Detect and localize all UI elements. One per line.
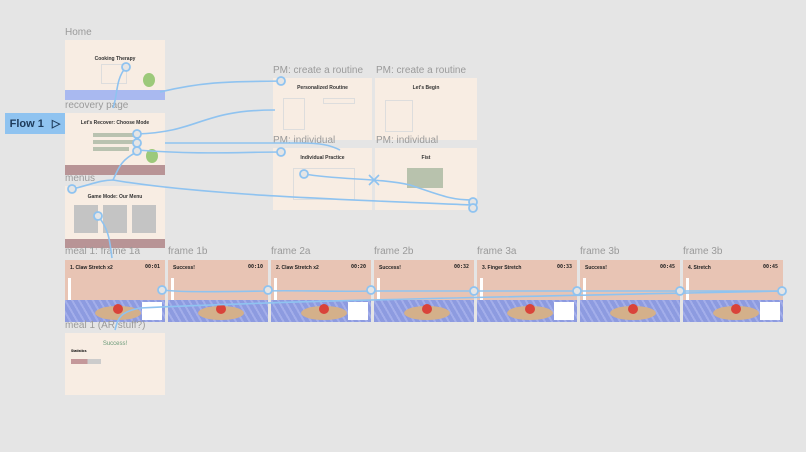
- frame-label-recovery: recovery page: [65, 100, 129, 111]
- progress-meter: [480, 278, 483, 300]
- frame-title: Let's Recover: Choose Mode: [80, 120, 150, 126]
- frame-title: Game Mode: Our Menu: [87, 194, 143, 200]
- success-title: Success!: [102, 341, 128, 347]
- frame-title: Personalized Routine: [297, 85, 348, 91]
- tomato: [319, 304, 329, 314]
- hotspot-handle: [121, 62, 131, 72]
- hotspot-handle: [469, 286, 479, 296]
- frame-label: frame 2a: [271, 246, 311, 257]
- frame-label-ar: meal 1 (AR stuff?): [65, 320, 146, 331]
- frame-title: Fist: [421, 155, 431, 161]
- menu-card[interactable]: [74, 205, 98, 233]
- tomato: [422, 304, 432, 314]
- connector: [136, 149, 282, 154]
- menu-card[interactable]: [132, 205, 156, 233]
- progress-meter: [171, 278, 174, 300]
- exercise-title: Success!: [585, 265, 607, 271]
- frame-label-pm1: PM: create a routine: [273, 65, 364, 76]
- connector: [303, 173, 474, 201]
- frame-title: Let's Begin: [412, 85, 440, 91]
- timer: 00:45: [762, 264, 778, 270]
- frame-title: Cooking Therapy: [94, 56, 136, 62]
- frame-label: frame 3a: [477, 246, 517, 257]
- tomato: [113, 304, 123, 314]
- connector: [114, 290, 783, 331]
- progress-meter: [68, 278, 71, 300]
- tomato: [628, 304, 638, 314]
- connector: [165, 142, 341, 151]
- frame-label: frame 2b: [374, 246, 414, 257]
- frame-recovery[interactable]: Let's Recover: Choose Mode: [65, 113, 165, 175]
- close-connection-icon: [368, 174, 380, 186]
- exercise-title: Success!: [379, 265, 401, 271]
- tomato: [731, 304, 741, 314]
- exercise-title: 1. Claw Stretch x2: [70, 265, 113, 271]
- hotspot-handle: [132, 138, 142, 148]
- flow-start-button[interactable]: Flow 1 ▷: [5, 113, 65, 134]
- tomato: [216, 304, 226, 314]
- exercise-title: Success!: [173, 265, 195, 271]
- menu-card[interactable]: [103, 205, 127, 233]
- timer: 00:20: [350, 264, 366, 270]
- hotspot-handle: [276, 147, 286, 157]
- hotspot-handle: [132, 146, 142, 156]
- connector: [112, 151, 138, 181]
- connector: [136, 109, 276, 135]
- progress-meter: [686, 278, 689, 300]
- hotspot-handle: [67, 184, 77, 194]
- frame-pm-routine[interactable]: Personalized Routine: [273, 78, 372, 140]
- exercise-title: 2. Claw Stretch x2: [276, 265, 319, 271]
- connector: [97, 215, 113, 259]
- timer: 00:32: [453, 264, 469, 270]
- hotspot-handle: [366, 285, 376, 295]
- statistics-heading: Statistics: [71, 349, 87, 353]
- timer: 00:01: [144, 264, 160, 270]
- hotspot-handle: [468, 203, 478, 213]
- frame-label-menus: menus: [65, 173, 96, 184]
- connector: [159, 80, 282, 93]
- frame-label-pm2: PM: create a routine: [376, 65, 467, 76]
- frame-home[interactable]: Cooking Therapy: [65, 40, 165, 100]
- timer: 00:33: [556, 264, 572, 270]
- frame-pm-begin[interactable]: Let's Begin: [375, 78, 477, 140]
- connector: [112, 66, 127, 109]
- play-triangle-icon: ▷: [51, 118, 61, 130]
- connector: [71, 179, 474, 206]
- progress-meter: [377, 278, 380, 300]
- progress-meter: [274, 278, 277, 300]
- progress-meter: [583, 278, 586, 300]
- hotspot-handle: [276, 76, 286, 86]
- frame-label: frame 1b: [168, 246, 208, 257]
- frame-label: frame 3b: [683, 246, 723, 257]
- hotspot-handle: [132, 129, 142, 139]
- frame-label-pm4: PM: individual: [376, 135, 439, 146]
- tomato: [525, 304, 535, 314]
- frame-title: Individual Practice: [300, 155, 345, 161]
- exercise-title: 3. Finger Stretch: [482, 265, 522, 271]
- timer: 00:45: [659, 264, 675, 270]
- frame-label: frame 3b: [580, 246, 620, 257]
- frame-label-home: Home: [65, 27, 92, 38]
- hotspot-handle: [263, 285, 273, 295]
- hotspot-handle: [675, 286, 685, 296]
- hotspot-handle: [777, 286, 787, 296]
- hotspot-handle: [157, 285, 167, 295]
- hotspot-handle: [93, 211, 103, 221]
- camera-preview: [348, 302, 368, 320]
- frame-label: meal 1: frame 1a: [65, 246, 141, 257]
- frame-label-pm3: PM: individual: [273, 135, 336, 146]
- hotspot-handle: [572, 286, 582, 296]
- progress-bar: [71, 359, 101, 364]
- frame-ar-success[interactable]: Success! Statistics: [65, 333, 165, 395]
- exercise-title: 4. Stretch: [688, 265, 711, 271]
- flow-label: Flow 1: [9, 117, 44, 130]
- camera-preview: [554, 302, 574, 320]
- timer: 00:10: [247, 264, 263, 270]
- hotspot-handle: [299, 169, 309, 179]
- camera-preview: [760, 302, 780, 320]
